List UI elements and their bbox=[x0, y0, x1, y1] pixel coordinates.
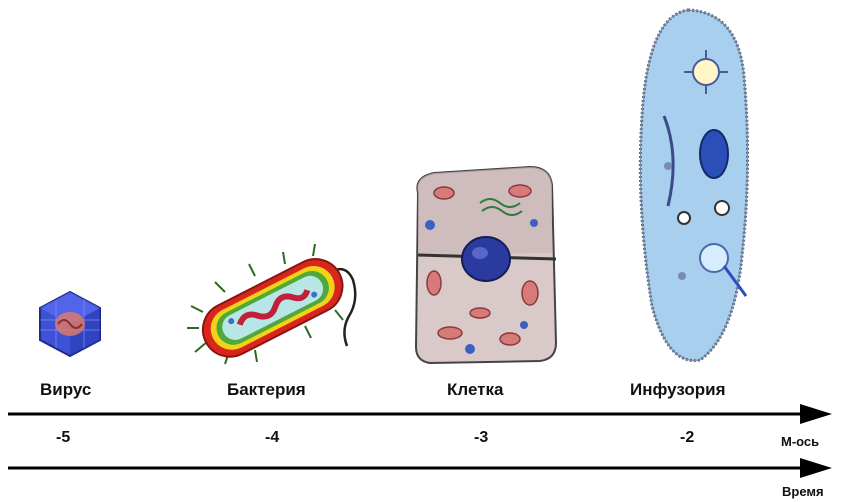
label-paramecium: Инфузория bbox=[630, 380, 726, 400]
virus-icon bbox=[36, 290, 104, 358]
m-axis-label: М-ось bbox=[781, 434, 819, 449]
label-virus: Вирус bbox=[40, 380, 91, 400]
label-bacterium: Бактерия bbox=[227, 380, 306, 400]
time-arrow bbox=[8, 456, 834, 480]
scale-cell: -3 bbox=[474, 429, 488, 447]
cell-icon bbox=[410, 163, 560, 368]
bacterium-icon bbox=[185, 242, 370, 367]
scale-paramecium: -2 bbox=[680, 429, 694, 447]
scale-bacterium: -4 bbox=[265, 429, 279, 447]
paramecium-icon bbox=[628, 6, 763, 368]
time-axis-label: Время bbox=[782, 484, 824, 499]
m-axis-arrow bbox=[8, 402, 834, 426]
label-cell: Клетка bbox=[447, 380, 503, 400]
scale-virus: -5 bbox=[56, 429, 70, 447]
